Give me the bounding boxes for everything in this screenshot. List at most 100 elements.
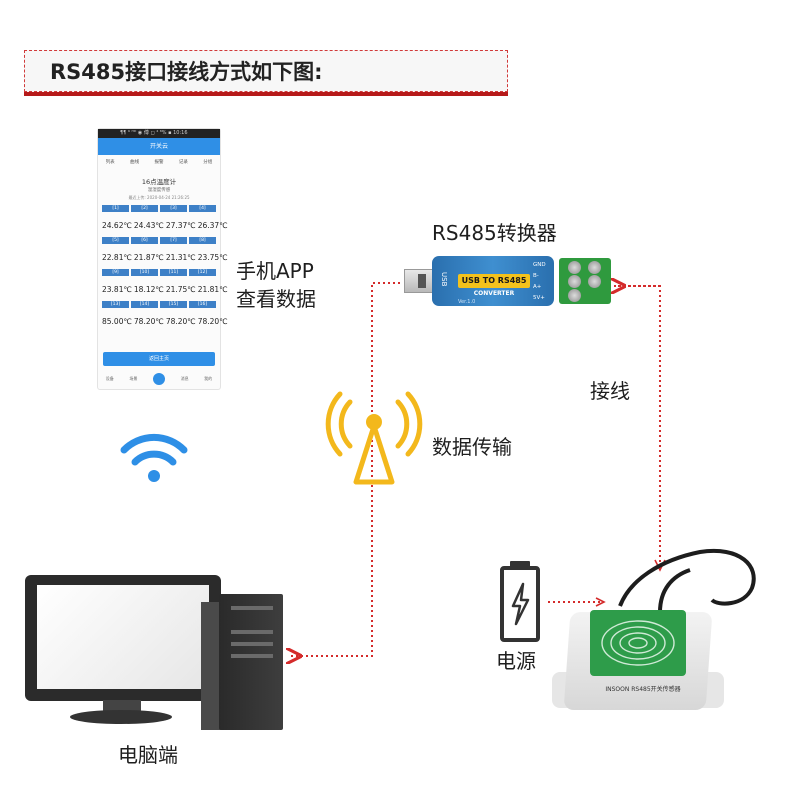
screw-icon <box>568 275 581 288</box>
sensor-label: INSOON RS485开关传感器 <box>605 686 681 693</box>
phone-app-bar: 开关云 <box>98 138 220 155</box>
screw-icon <box>588 261 601 274</box>
lightning-icon <box>511 582 530 626</box>
battery-cap <box>510 561 530 567</box>
cell-value: 24.62℃ <box>102 221 132 230</box>
phone-page-title: 16点温度计 <box>141 178 177 186</box>
converter-badge: USB TO RS485 <box>458 274 530 288</box>
pc-drive-slot <box>231 630 273 634</box>
cell-header: [14] <box>131 301 158 308</box>
phone-bottom-nav: 设备 场景 消息 我的 <box>98 369 220 389</box>
pc-tower-side <box>201 602 221 730</box>
cell-value: 85.00℃ <box>102 317 132 326</box>
cell-value: 26.37℃ <box>197 221 228 230</box>
monitor-base <box>70 710 172 724</box>
cell-header: [11] <box>160 269 187 276</box>
cell-header: [16] <box>189 301 216 308</box>
phone-screenshot: ¶¶ ⁶ ᴴᴰ ◉ 傅 ◻ ⁴ ⁸% ▪ 10:16 开关云 列表 曲线 报警 … <box>97 128 228 390</box>
cell-header: [13] <box>102 301 129 308</box>
cell-value: 21.31℃ <box>165 253 196 262</box>
converter-pin-label: A+ <box>533 284 542 290</box>
cell-header: [1] <box>102 205 129 212</box>
converter-usb-text: USB <box>440 272 448 287</box>
cell-header: [15] <box>160 301 187 308</box>
cell-value: 18.12℃ <box>133 285 164 294</box>
cell-header: [10] <box>131 269 158 276</box>
cell-header: [6] <box>131 237 158 244</box>
phone-tool-item[interactable]: 列表 <box>105 160 115 165</box>
cell-header: [7] <box>160 237 187 244</box>
phone-nav-center-icon[interactable] <box>152 373 165 385</box>
cell-header: [5] <box>102 237 129 244</box>
pc-drive-slot <box>231 642 273 646</box>
cell-value: 78.20℃ <box>197 317 228 326</box>
data-transfer-label: 数据传输 <box>432 435 512 459</box>
phone-nav-item[interactable]: 设备 <box>105 376 114 381</box>
cell-header: [4] <box>189 205 216 212</box>
battery-arrow <box>595 597 606 607</box>
phone-tool-item[interactable]: 记录 <box>178 160 188 165</box>
pc-drive-slot <box>231 606 273 610</box>
converter-pin-label: GND <box>533 262 546 268</box>
pc-tower <box>219 594 283 730</box>
converter-label: RS485转换器 <box>432 221 557 245</box>
cell-value: 22.81℃ <box>102 253 132 262</box>
phone-nav-item[interactable]: 我的 <box>204 376 213 381</box>
sensor-rings-icon <box>601 620 675 666</box>
terminal-block <box>559 258 611 304</box>
cell-header: [12] <box>189 269 216 276</box>
usb-plug-tab <box>418 274 426 288</box>
header-underline <box>24 92 508 96</box>
phone-timestamp: 最近上传: 2020-04-24 21:26:25 <box>128 195 190 200</box>
converter-subtitle: CONVERTER <box>473 290 515 297</box>
phone-home-button[interactable]: 返回主页 <box>103 352 215 366</box>
page-title: RS485接口接线方式如下图: <box>50 60 323 84</box>
pc-drive-slot <box>231 654 273 658</box>
cell-header: [8] <box>189 237 216 244</box>
phone-status-bar: ¶¶ ⁶ ᴴᴰ ◉ 傅 ◻ ⁴ ⁸% ▪ 10:16 <box>98 129 220 138</box>
wifi-icon <box>120 433 188 482</box>
phone-nav-item[interactable]: 场景 <box>129 376 138 381</box>
cell-value: 21.75℃ <box>165 285 196 294</box>
sensor-plate <box>590 610 686 676</box>
signal-tower-icon <box>325 391 423 485</box>
phone-app-label-line1: 手机APP <box>236 259 314 283</box>
converter-pin-label: 5V+ <box>533 295 545 301</box>
converter-version: Ver.1.0 <box>458 299 476 305</box>
cell-value: 27.37℃ <box>165 221 196 230</box>
phone-nav-item[interactable]: 消息 <box>180 376 189 381</box>
converter-pin-label: B- <box>533 273 539 279</box>
power-label: 电源 <box>496 649 536 673</box>
battery-icon <box>500 566 540 642</box>
phone-app-label-line2: 查看数据 <box>236 287 316 311</box>
line-usb-to-computer <box>290 282 400 656</box>
cell-value: 24.43℃ <box>133 221 164 230</box>
cell-value: 23.81℃ <box>102 285 132 294</box>
phone-tool-item[interactable]: 曲线 <box>130 160 140 165</box>
phone-tool-item[interactable]: 报警 <box>154 160 164 165</box>
cell-value: 21.87℃ <box>133 253 164 262</box>
screw-icon <box>568 261 581 274</box>
monitor-screen <box>37 585 209 689</box>
wiring-label: 接线 <box>590 379 630 403</box>
cell-value: 23.75℃ <box>197 253 228 262</box>
phone-tool-item[interactable]: 分组 <box>203 160 213 165</box>
screw-icon <box>588 275 601 288</box>
phone-app-title: 开关云 <box>149 143 168 150</box>
monitor-stand <box>103 700 141 712</box>
phone-subtitle: 温湿度传感 <box>147 188 171 193</box>
cell-value: 78.20℃ <box>165 317 196 326</box>
cell-header: [3] <box>160 205 187 212</box>
phone-toolbar: 列表 曲线 报警 记录 分组 <box>98 157 220 169</box>
cell-header: [9] <box>102 269 129 276</box>
screw-icon <box>568 289 581 302</box>
cell-value: 78.20℃ <box>133 317 164 326</box>
header-box <box>24 50 508 92</box>
cell-value: 21.81℃ <box>197 285 228 294</box>
